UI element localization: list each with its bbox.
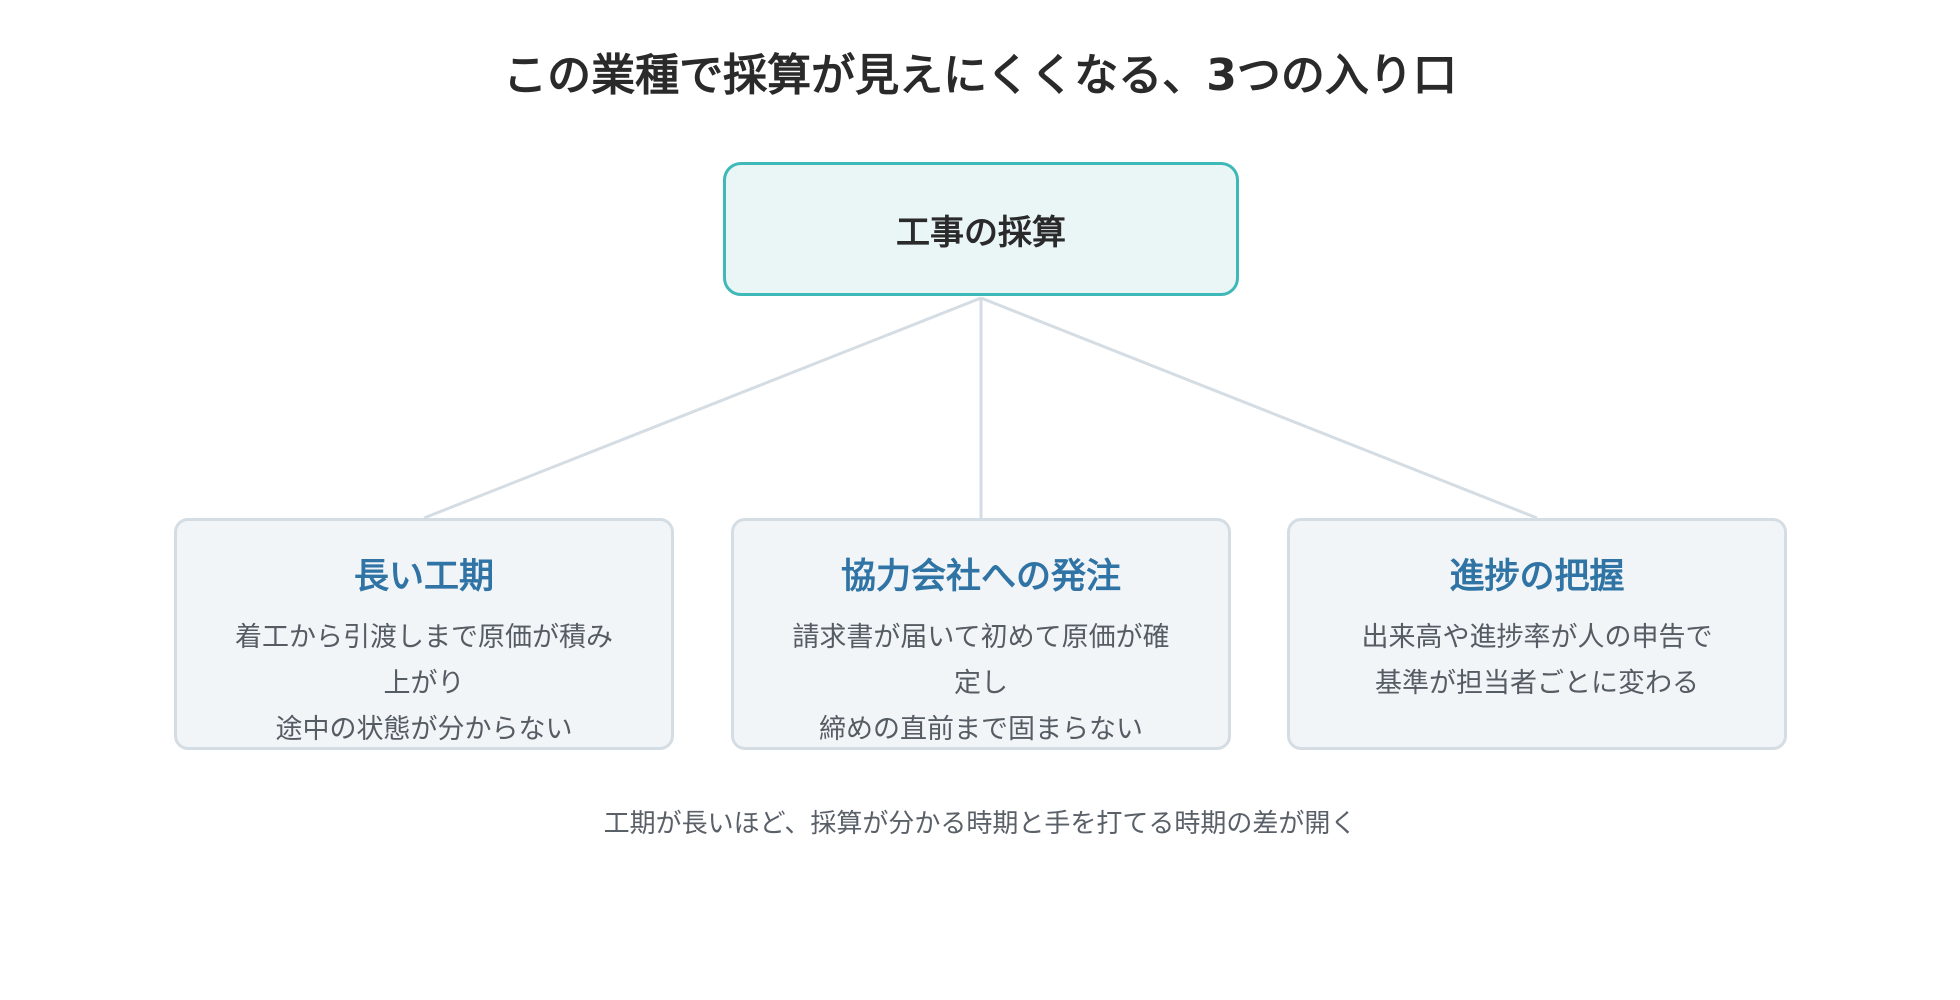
description-line: 途中の状態が分からない: [275, 714, 573, 745]
description-line: 出来高や進捗率が人の申告で: [1361, 622, 1713, 653]
description-line: 請求書が届いて初めて原価が確: [792, 622, 1170, 653]
child-node-description: 請求書が届いて初めて原価が確 定し 締めの直前まで固まらない: [734, 615, 1228, 747]
connector-right: [980, 296, 1538, 520]
root-node: 工事の採算: [723, 162, 1239, 296]
child-node-description: 出来高や進捗率が人の申告で 基準が担当者ごとに変わる: [1290, 615, 1784, 707]
description-line: 上がり: [383, 668, 465, 699]
child-node-long-schedule: 長い工期 着工から引渡しまで原価が積み 上がり 途中の状態が分からない: [174, 518, 674, 750]
child-node-title: 進捗の把握: [1449, 557, 1625, 597]
description-line: 定し: [954, 668, 1008, 699]
child-node-description: 着工から引渡しまで原価が積み 上がり 途中の状態が分からない: [177, 615, 671, 747]
root-node-label: 工事の採算: [896, 212, 1066, 253]
footnote: 工期が長いほど、採算が分かる時期と手を打てる時期の差が開く: [603, 809, 1357, 839]
description-line: 着工から引渡しまで原価が積み: [235, 622, 613, 653]
connector-left: [423, 296, 982, 520]
description-line: 基準が担当者ごとに変わる: [1375, 668, 1699, 699]
diagram-title: この業種で採算が見えにくくなる、3つの入り口: [503, 50, 1457, 101]
description-line: 締めの直前まで固まらない: [819, 714, 1143, 745]
child-node-title: 協力会社への発注: [840, 557, 1121, 597]
child-node-subcontractor-orders: 協力会社への発注 請求書が届いて初めて原価が確 定し 締めの直前まで固まらない: [731, 518, 1231, 750]
child-node-title: 長い工期: [353, 557, 494, 597]
child-node-progress-tracking: 進捗の把握 出来高や進捗率が人の申告で 基準が担当者ごとに変わる: [1287, 518, 1787, 750]
